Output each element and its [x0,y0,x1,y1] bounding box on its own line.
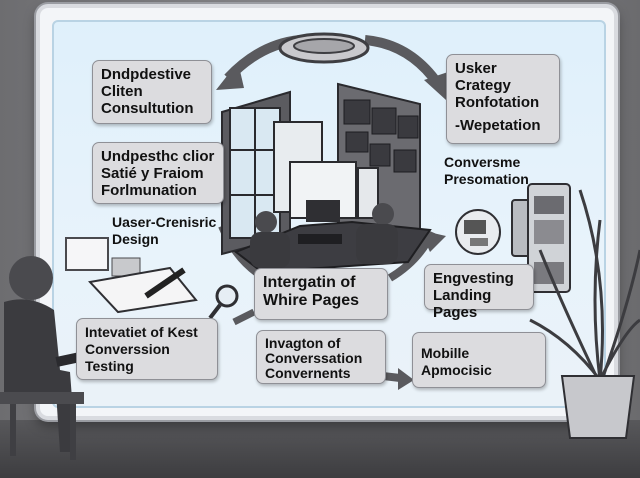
wall-picture-4 [345,131,369,153]
card-mobile: Mobille Apmocisic [412,332,546,388]
card-client-consultation: Dndpdestive Cliten Consultution [92,60,212,124]
person-left-body [250,232,290,268]
lamp-inner [293,38,355,54]
label-presentation: Conversme Presomation [444,154,529,187]
wall-picture-3 [397,115,419,139]
plant-leaves [529,189,640,381]
person-left-head [255,211,277,233]
person-right-head [372,203,394,225]
sketch-card [65,237,109,271]
card-testing: Intevatiet of Kest Converssion Testing [76,318,218,380]
chair-leg-left [10,404,16,456]
card-strategy-right: Usker Crategy Ronfotation -Wepetation [446,54,560,144]
card-conversation: Invagton of Converssation Convernents [256,330,386,384]
cycle-arrow-top-right [364,35,443,87]
wall-picture-2 [371,107,397,135]
desk-keyboard [298,234,342,244]
card-strategy-formulation: Undpesthc clior Satié y Fraiom Forlmunat… [92,142,224,204]
seated-person-body [4,299,76,452]
desk-monitor [306,200,340,222]
chair-seat [0,392,84,404]
floor [0,420,640,478]
magnifier-handle [208,303,222,320]
seated-person-head [9,256,53,300]
magnifier-lens [215,284,239,308]
arrowhead-top-right [424,72,448,100]
label-user-centric-design: Uaser-Crenisric Design [112,214,217,247]
display-right [357,167,379,219]
person-right-body [356,224,398,264]
chair-leg-right [70,404,76,460]
wall-picture-1 [343,99,371,125]
arrow-to-testing [232,308,256,326]
arrowhead-mobile [398,368,414,390]
pencil [144,267,186,299]
plant-pot [560,375,636,439]
card-white-pages: Intergatin of Whire Pages [254,268,388,320]
wall-picture-6 [393,149,417,173]
wall-picture-5 [369,143,391,167]
card-landing-pages: Engvesting Landing Pages [424,264,534,321]
arrowhead-top-left [216,62,244,90]
